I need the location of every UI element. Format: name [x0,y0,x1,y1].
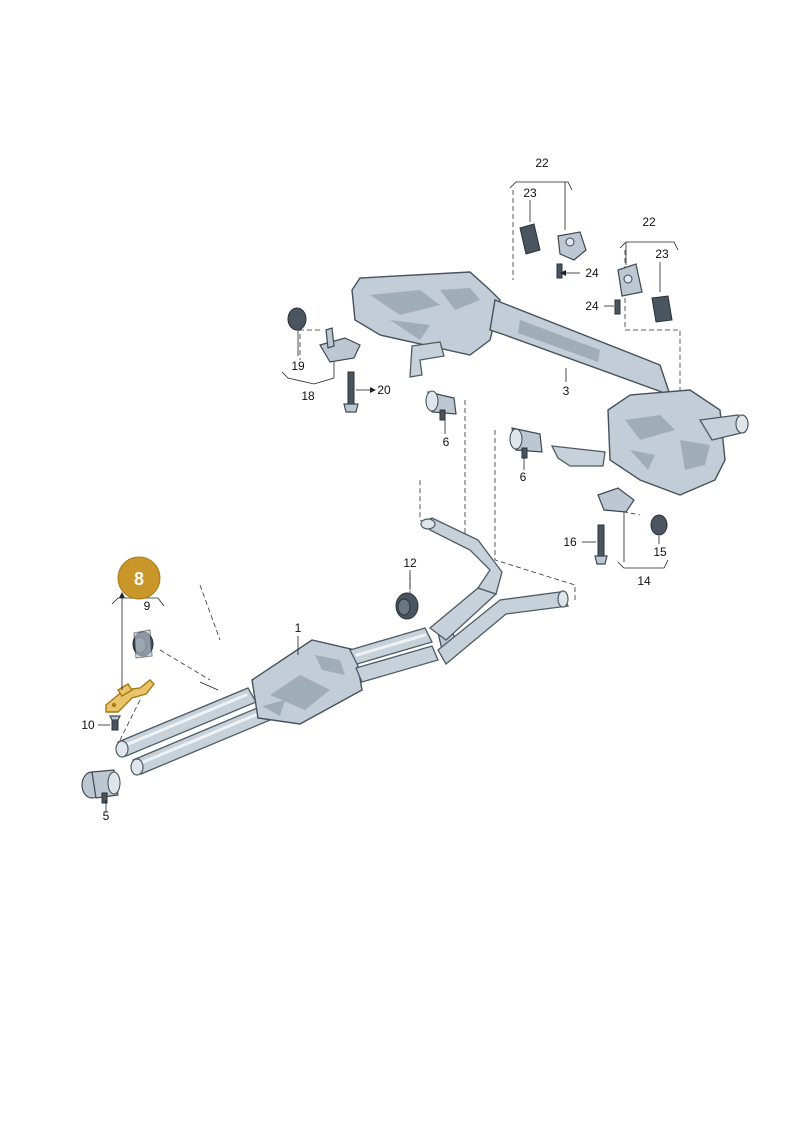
callout-12[interactable]: 12 [403,556,417,570]
rear-silencer-assembly [351,271,749,496]
callout-24-upper[interactable]: 24 [585,266,599,280]
callout-3[interactable]: 3 [563,384,570,398]
callout-9[interactable]: 9 [144,599,151,613]
callout-18[interactable]: 18 [301,389,315,403]
callout-6-left[interactable]: 6 [443,435,450,449]
front-pipe-assembly [115,517,570,776]
bracket-22-upper [519,223,587,279]
callout-22-lower[interactable]: 22 [642,215,656,229]
callout-6-right[interactable]: 6 [520,470,527,484]
callout-19[interactable]: 19 [291,359,305,373]
clamp-5 [81,769,121,804]
callout-labels: 1 3 5 6 6 9 10 12 14 15 16 18 19 20 22 2… [81,156,669,823]
callout-16[interactable]: 16 [563,535,577,549]
callout-15[interactable]: 15 [653,545,667,559]
callout-24-lower[interactable]: 24 [585,299,599,313]
callout-23-upper[interactable]: 23 [523,186,537,200]
rubber-mount-9 [132,629,154,659]
highlight-badge-label: 8 [134,569,144,589]
callout-10[interactable]: 10 [81,718,95,732]
callout-23-lower[interactable]: 23 [655,247,669,261]
bolt-10 [109,715,121,731]
rubber-mount-12 [395,592,419,620]
callout-20[interactable]: 20 [377,383,391,397]
bracket-14 [594,487,668,565]
bracket-22-lower [614,263,673,323]
callout-5[interactable]: 5 [103,809,110,823]
highlight-badge-8[interactable]: 8 [117,556,161,600]
clamp-6-right [509,427,543,459]
callout-1[interactable]: 1 [295,621,302,635]
callout-22-upper[interactable]: 22 [535,156,549,170]
bracket-8 [105,679,155,713]
bracket-18 [287,307,361,413]
callout-14[interactable]: 14 [637,574,651,588]
leader-lines [98,181,679,812]
clamp-6-left [425,390,457,421]
